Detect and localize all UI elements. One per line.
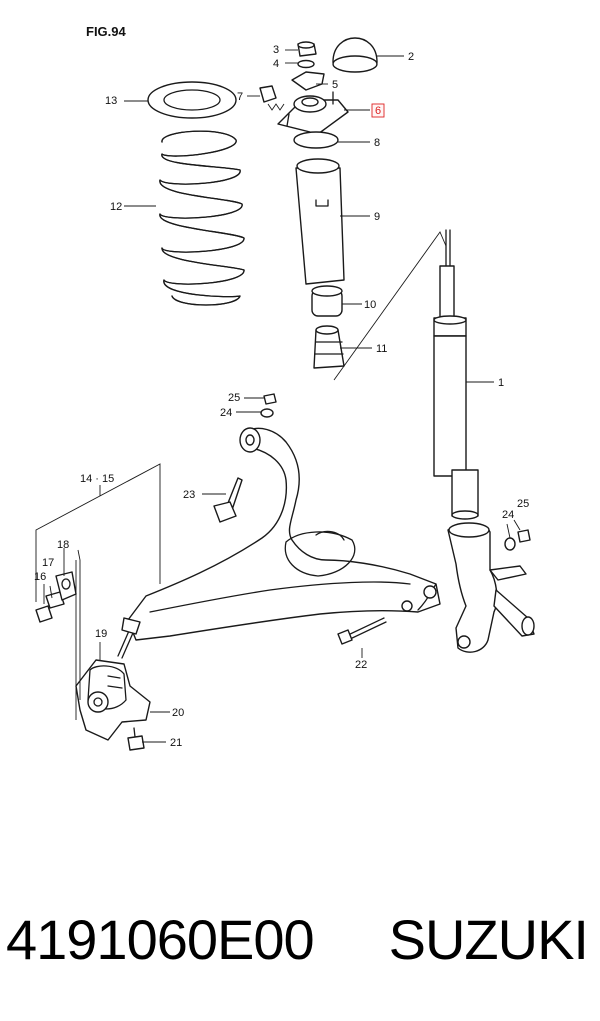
part-number: 4191060E00: [6, 908, 315, 971]
callout-9: 9: [374, 211, 380, 223]
callouts: 3 2 4 5 7 6 8 9 10 11 1 13 12 25 24 23 1…: [34, 44, 529, 749]
callout-23: 23: [183, 489, 195, 501]
part-9-dust-boot: [295, 158, 345, 285]
part-5-plate: [291, 71, 325, 91]
footer: 4191060E00 SUZUKI: [0, 900, 600, 980]
callout-21: 21: [170, 737, 182, 749]
leader-lines: [35, 49, 521, 743]
callout-19: 19: [95, 628, 107, 640]
callout-11: 11: [376, 343, 387, 355]
callout-5: 5: [332, 79, 338, 91]
brand-name: SUZUKI: [388, 908, 589, 971]
part-18-retainer: [55, 571, 77, 601]
part-24-washer-right: [504, 537, 516, 551]
callout-16: 16: [34, 571, 46, 583]
callout-25-upper: 25: [228, 392, 240, 404]
part-16-nut: [35, 605, 53, 623]
part-13-spring-insulator: [147, 81, 237, 119]
callout-17: 17: [42, 557, 54, 569]
callout-1: 1: [498, 377, 504, 389]
part-21-bolt: [127, 727, 145, 751]
part-1-shock-absorber: [433, 229, 479, 520]
part-3-nut: [297, 41, 317, 57]
group-line-1: [333, 231, 447, 381]
part-22-bolt: [337, 600, 413, 645]
part-24-washer-upper: [260, 408, 274, 418]
part-11-bound-stopper: [313, 325, 345, 369]
part-25-nut-right: [517, 529, 531, 543]
part-10-bump-stop: [311, 285, 343, 317]
callout-14-15: 14 · 15: [80, 473, 114, 485]
steering-knuckle: [447, 522, 535, 653]
figure-label: FIG.94: [86, 24, 127, 39]
callout-25-right: 25: [517, 498, 529, 510]
part-8-spring-seat: [293, 131, 339, 149]
callout-24-right: 24: [502, 509, 514, 521]
part-25-nut-upper: [263, 393, 277, 405]
exploded-parts-diagram: FIG.94: [34, 24, 535, 751]
part-2-dust-cap: [332, 37, 378, 73]
part-19-bushing-bolt: [117, 617, 141, 659]
part-12-coil-spring: [159, 130, 245, 306]
part-17-washer: [45, 591, 65, 609]
callout-6: 6: [375, 105, 381, 117]
callout-6-highlight-box: [371, 103, 385, 118]
callout-24-upper: 24: [220, 407, 232, 419]
callout-7: 7: [237, 91, 243, 103]
callout-4: 4: [273, 58, 279, 70]
callout-3: 3: [273, 44, 279, 56]
callout-8: 8: [374, 137, 380, 149]
callout-20: 20: [172, 707, 184, 719]
part-7-nut: [259, 85, 285, 111]
part-4-washer: [297, 59, 315, 69]
callout-18: 18: [57, 539, 69, 551]
callout-2: 2: [408, 51, 414, 63]
callout-10: 10: [364, 299, 376, 311]
part-20-bracket: [75, 659, 151, 741]
callout-22: 22: [355, 659, 367, 671]
lower-control-arm: [127, 427, 441, 641]
callout-13: 13: [105, 95, 117, 107]
part-6-strut-mount: [277, 91, 349, 135]
callout-12: 12: [110, 201, 122, 213]
part-23-bolt: [213, 477, 243, 523]
